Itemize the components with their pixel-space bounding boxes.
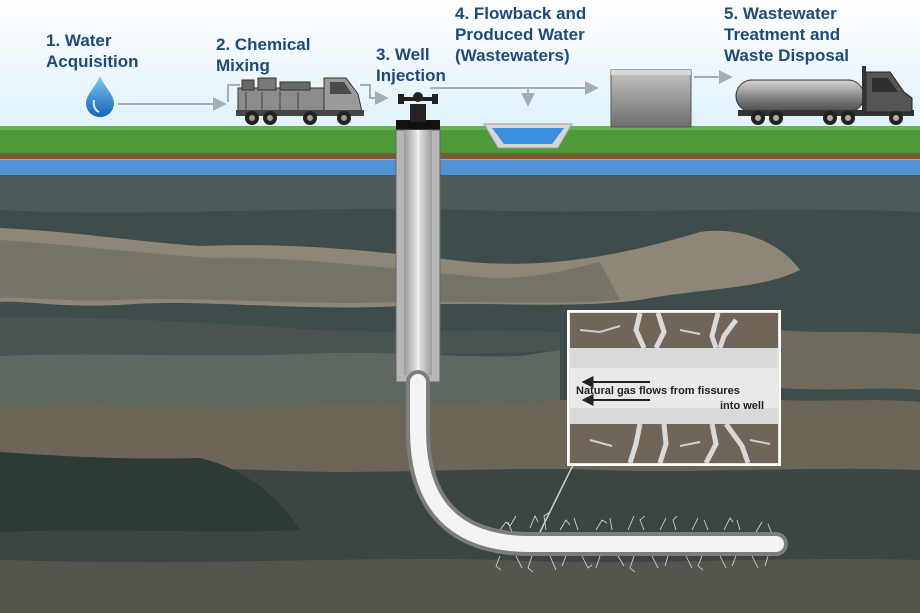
process-arrows <box>118 70 733 111</box>
storage-tank-icon <box>610 69 692 128</box>
well-casing <box>395 129 441 383</box>
flowback-pit-icon <box>483 123 573 149</box>
tanker-truck-icon <box>735 66 914 125</box>
soil-layer <box>0 152 920 159</box>
inset-caption-line1: Natural gas flows from fissures <box>576 385 740 397</box>
ground-surface <box>0 126 920 153</box>
step-flowback-label: 4. Flowback and Produced Water (Wastewat… <box>455 4 587 65</box>
step-well-injection-label: 3. Well Injection <box>376 45 446 85</box>
step-chemical-mixing-label: 2. Chemical Mixing <box>216 35 311 75</box>
water-drop-icon <box>86 76 114 117</box>
fissure-inset: Natural gas flows from fissures into wel… <box>567 310 781 466</box>
aquifer-layer <box>0 159 920 175</box>
fracture-network <box>495 511 773 573</box>
step-wastewater-treatment-label: 5. Wastewater Treatment and Waste Dispos… <box>724 4 850 65</box>
step-water-acquisition-label: 1. Water Acquisition <box>46 31 139 71</box>
inset-connector <box>539 462 575 533</box>
mixing-truck-icon <box>236 77 364 125</box>
wellhead-icon <box>396 92 440 130</box>
inset-caption-line2: into well <box>720 400 764 412</box>
